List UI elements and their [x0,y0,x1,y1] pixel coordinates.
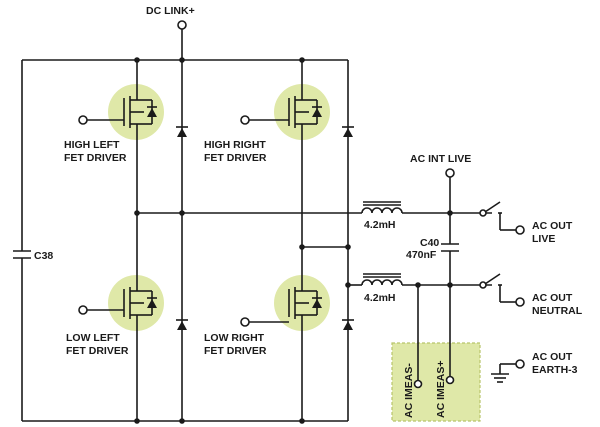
inductor-bottom [361,273,492,286]
ac-out-earth-label: AC OUT [532,351,573,363]
ac-out-live-label-2: LIVE [532,233,555,245]
diode-right [342,60,354,421]
capacitor-c38 [13,60,31,421]
high-right-driver-label: HIGH RIGHT [204,139,266,151]
high-left-driver-label-2: FET DRIVER [64,152,127,164]
low-right-driver-label: LOW RIGHT [204,332,265,344]
fet-high-right [240,86,322,138]
earth-ground-icon [491,359,525,383]
c38-label: C38 [34,250,53,262]
low-right-driver-label-2: FET DRIVER [204,345,267,357]
ac-imeas-plus-tap [445,285,455,385]
ac-imeas-minus-tap [413,282,423,389]
ac-int-live-label: AC INT LIVE [410,153,471,165]
ac-imeas-minus-label: AC IMEAS- [403,363,415,418]
c40-label: C40 [420,237,439,249]
inductor-bottom-label: 4.2mH [364,292,396,304]
c40-value-label: 470nF [406,249,437,261]
fet-low-left [78,278,157,329]
inductor-top-label: 4.2mH [364,219,396,231]
dc-link-label: DC LINK+ [146,5,195,17]
switch-neutral [479,273,525,307]
ac-out-earth-label-2: EARTH-3 [532,364,578,376]
fet-low-right [240,278,322,329]
switch-live [479,201,525,235]
bottom-rail [22,418,348,424]
ac-out-neutral-label-2: NEUTRAL [532,305,583,317]
low-left-driver-label: LOW LEFT [66,332,120,344]
capacitor-c40 [441,213,459,288]
left-mid-node [134,210,362,216]
ac-out-neutral-label: AC OUT [532,292,573,304]
high-left-driver-label: HIGH LEFT [64,139,120,151]
inductor-top [361,201,492,214]
high-right-driver-label-2: FET DRIVER [204,152,267,164]
right-mid-node [299,244,362,288]
ac-imeas-plus-label: AC IMEAS+ [435,361,447,418]
top-rail [22,57,348,63]
ac-out-live-label: AC OUT [532,220,573,232]
dc-link-terminal [177,20,187,60]
ac-int-live-terminal [445,168,455,216]
fet-high-left [78,86,157,138]
diode-left [176,60,188,421]
low-left-driver-label-2: FET DRIVER [66,345,129,357]
current-measurement-box [391,342,481,422]
